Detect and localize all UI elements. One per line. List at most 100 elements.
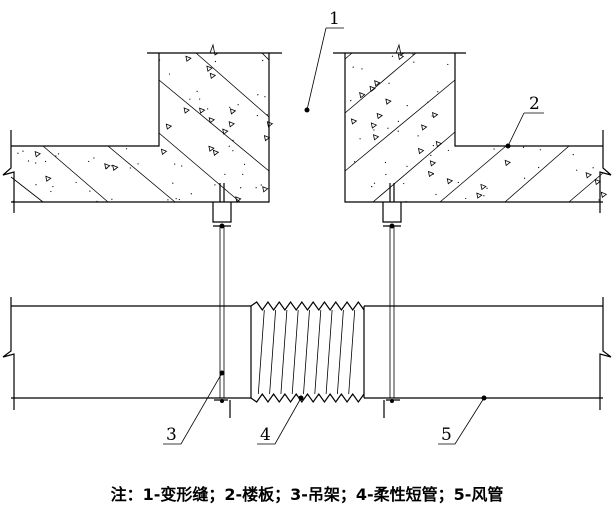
- aggregate-dot: [207, 108, 209, 110]
- aggregate-dot: [447, 149, 450, 152]
- aggregate-triangle: [585, 172, 592, 179]
- aggregate-dot: [178, 198, 180, 201]
- aggregate-triangle: [228, 121, 235, 128]
- aggregate-dot: [167, 199, 169, 201]
- callout-3: 3: [163, 370, 225, 445]
- flexible-connector: [250, 300, 365, 404]
- aggregate-triangle: [421, 124, 428, 131]
- aggregate-dot: [483, 195, 485, 197]
- aggregate-dot: [352, 66, 354, 68]
- aggregate-dot: [242, 173, 244, 175]
- aggregate-triangle: [45, 175, 52, 182]
- aggregate-dot: [264, 96, 266, 98]
- aggregate-dot: [447, 63, 449, 66]
- aggregate-triangle: [432, 111, 439, 119]
- aggregate-dot: [96, 200, 98, 203]
- aggregate-dot: [431, 115, 433, 117]
- aggregate-dot: [522, 146, 525, 148]
- aggregate-dot: [174, 163, 176, 165]
- aggregate-dot: [232, 139, 234, 141]
- aggregate-dot: [413, 61, 415, 63]
- aggregate-dot: [257, 94, 259, 96]
- aggregate-dot: [12, 200, 14, 203]
- aggregate-triangle: [600, 191, 608, 198]
- aggregate-dot: [576, 169, 578, 171]
- aggregate-dot: [240, 187, 242, 189]
- aggregate-dot: [361, 68, 363, 70]
- aggregate-dot: [27, 160, 30, 162]
- aggregate-dot: [125, 148, 128, 150]
- aggregate-triangle: [266, 121, 274, 128]
- aggregate-triangle: [185, 55, 192, 62]
- aggregate-dot: [224, 173, 226, 175]
- aggregate-dot: [214, 184, 216, 186]
- aggregate-dot: [44, 160, 47, 163]
- aggregate-dot: [214, 60, 217, 63]
- aggregate-dot: [391, 55, 394, 57]
- callout-4: 4: [257, 395, 304, 445]
- aggregate-triangle: [262, 186, 269, 193]
- aggregate-dot: [539, 149, 541, 151]
- aggregate-dot: [190, 193, 192, 195]
- right-slab: [333, 43, 612, 213]
- flex-bottom-edge: [250, 392, 365, 404]
- aggregate-dot: [397, 120, 399, 122]
- aggregate-dot: [387, 127, 389, 129]
- aggregate-triangle: [476, 192, 483, 199]
- aggregate-triangle: [376, 112, 383, 120]
- right-hanger: [382, 183, 402, 418]
- aggregate-dot: [266, 114, 268, 116]
- aggregate-dot: [359, 138, 361, 140]
- aggregate-dot: [111, 165, 113, 167]
- aggregate-dot: [35, 162, 37, 164]
- callout-2: 2: [505, 94, 544, 149]
- aggregate-dot: [373, 182, 376, 184]
- aggregate-triangle: [429, 160, 437, 167]
- aggregate-dot: [111, 198, 113, 200]
- aggregate-triangle: [370, 122, 378, 129]
- aggregate-dot: [35, 184, 37, 186]
- aggregate-triangle: [208, 145, 215, 152]
- flex-top-edge: [250, 300, 365, 312]
- callout-label-2: 2: [529, 94, 540, 114]
- callout-label-4: 4: [260, 425, 271, 445]
- aggregate-dot: [129, 167, 131, 169]
- aggregate-triangle: [112, 164, 119, 171]
- aggregate-triangle: [183, 107, 190, 114]
- aggregate-dot: [406, 105, 408, 107]
- aggregate-dot: [172, 182, 174, 184]
- aggregate-dot: [384, 161, 387, 164]
- aggregate-dot: [168, 73, 171, 75]
- aggregate-dot: [457, 181, 459, 184]
- aggregate-dot: [350, 100, 352, 102]
- aggregate-triangle: [199, 107, 206, 114]
- aggregate-dot: [523, 177, 526, 179]
- aggregate-triangle: [427, 170, 435, 178]
- aggregate-triangle: [374, 80, 381, 87]
- air-duct: [2, 297, 612, 410]
- aggregate-dot: [260, 184, 262, 186]
- aggregate-dot: [93, 157, 95, 159]
- aggregate-dot: [262, 59, 264, 62]
- aggregate-dot: [181, 165, 183, 167]
- aggregate-dot: [437, 91, 439, 93]
- aggregate-triangle: [504, 159, 511, 167]
- legend-caption: 注：1-变形缝；2-楼板；3-吊架；4-柔性短管；5-风管: [110, 485, 504, 504]
- aggregate-dot: [405, 201, 407, 203]
- aggregate-dot: [232, 150, 234, 152]
- aggregate-triangle: [397, 53, 405, 61]
- aggregate-dot: [538, 166, 540, 169]
- aggregate-triangle: [104, 163, 111, 170]
- aggregate-triangle: [350, 118, 358, 125]
- aggregate-triangle: [435, 140, 443, 148]
- aggregate-dot: [88, 160, 90, 163]
- concrete-aggregate-texture: [12, 53, 608, 203]
- aggregate-triangle: [209, 72, 217, 80]
- aggregate-dot: [256, 114, 259, 117]
- aggregate-dot: [598, 199, 600, 201]
- aggregate-dot: [255, 187, 257, 189]
- aggregate-dot: [435, 193, 437, 196]
- aggregate-triangle: [369, 85, 376, 93]
- aggregate-triangle: [480, 183, 487, 191]
- callout-label-5: 5: [441, 425, 452, 445]
